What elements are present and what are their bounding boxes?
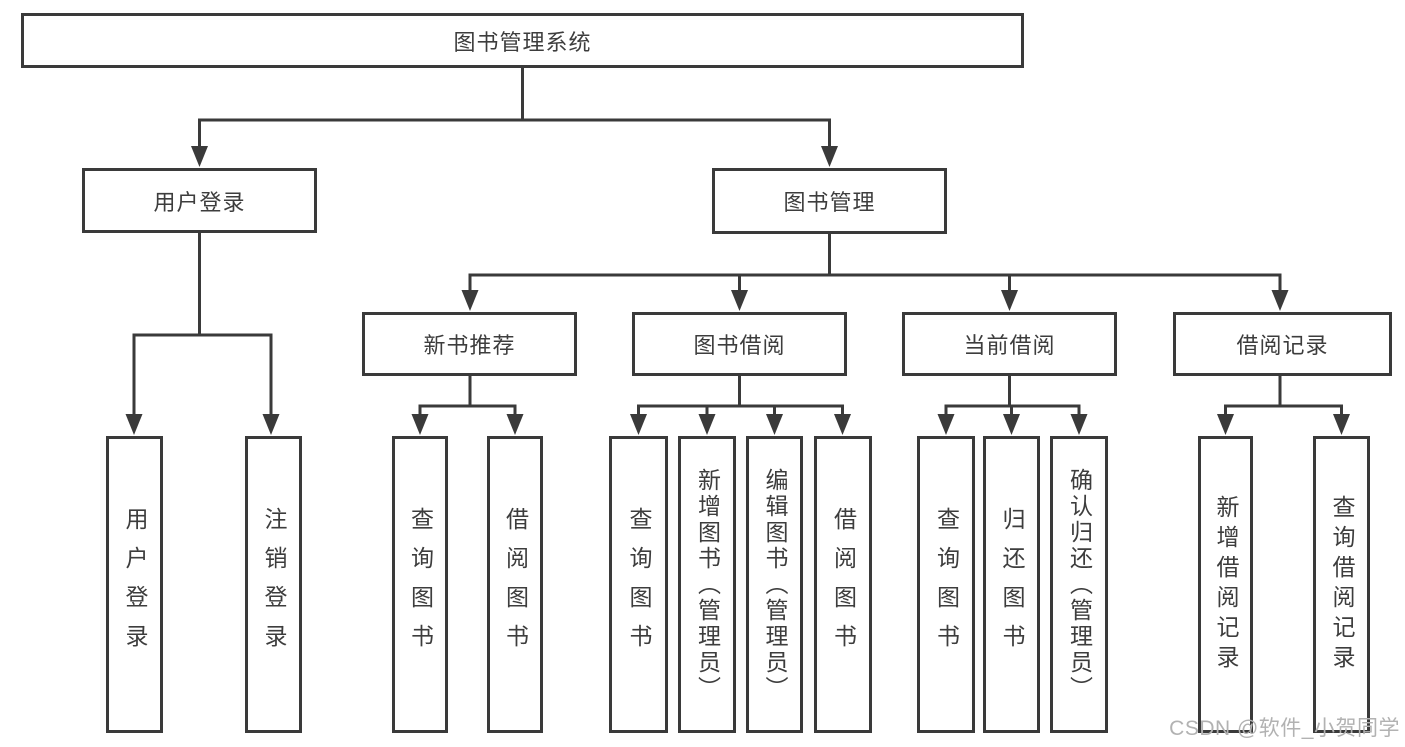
leaf-label: 查询图书 <box>626 506 652 663</box>
leaf-borrowing-add-book-admin: 新增图书（管理员） <box>678 436 736 733</box>
leaf-label: 确认归还（管理员） <box>1066 467 1093 702</box>
node-book-management: 图书管理 <box>712 168 947 234</box>
leaf-records-add-record: 新增借阅记录 <box>1198 436 1253 733</box>
leaf-current-query-books: 查询图书 <box>917 436 975 733</box>
leaf-logout-login: 注销登录 <box>245 436 302 733</box>
watermark-text: CSDN @软件_小贺同学 <box>1169 717 1400 740</box>
leaf-label: 查询借阅记录 <box>1329 494 1355 675</box>
leaf-recommend-borrow-books: 借阅图书 <box>487 436 543 733</box>
leaf-label: 查询图书 <box>407 506 434 663</box>
leaf-borrowing-edit-book-admin: 编辑图书（管理员） <box>746 436 803 733</box>
node-label: 借阅记录 <box>1236 333 1329 358</box>
node-label: 图书管理 <box>783 190 876 215</box>
leaf-label: 新增借阅记录 <box>1213 494 1239 675</box>
leaf-recommend-query-books: 查询图书 <box>392 436 448 733</box>
leaf-label: 注销登录 <box>261 506 287 663</box>
leaf-borrowing-query-books: 查询图书 <box>609 436 668 733</box>
node-system-root: 图书管理系统 <box>21 13 1024 68</box>
leaf-label: 借阅图书 <box>830 506 857 663</box>
node-current-borrowing: 当前借阅 <box>902 312 1117 376</box>
node-new-book-recommendation: 新书推荐 <box>362 312 577 376</box>
node-label: 图书管理系统 <box>453 29 592 55</box>
leaf-records-query-record: 查询借阅记录 <box>1313 436 1370 733</box>
leaf-label: 借阅图书 <box>502 506 529 663</box>
node-borrowing-records: 借阅记录 <box>1173 312 1392 376</box>
node-label: 图书借阅 <box>693 333 786 358</box>
leaf-current-confirm-return-admin: 确认归还（管理员） <box>1050 436 1108 733</box>
node-book-borrowing: 图书借阅 <box>632 312 847 376</box>
leaf-label: 查询图书 <box>933 506 960 663</box>
leaf-current-return-books: 归还图书 <box>983 436 1040 733</box>
node-label: 用户登录 <box>153 189 246 215</box>
node-label: 新书推荐 <box>423 333 516 358</box>
leaf-label: 编辑图书（管理员） <box>762 467 788 702</box>
node-label: 当前借阅 <box>963 333 1056 358</box>
leaf-user-login: 用户登录 <box>106 436 163 733</box>
leaf-label: 新增图书（管理员） <box>694 467 721 702</box>
leaf-label: 归还图书 <box>999 506 1025 663</box>
leaf-borrowing-borrow-books: 借阅图书 <box>814 436 872 733</box>
leaf-label: 用户登录 <box>122 506 148 663</box>
node-user-login: 用户登录 <box>82 168 317 233</box>
